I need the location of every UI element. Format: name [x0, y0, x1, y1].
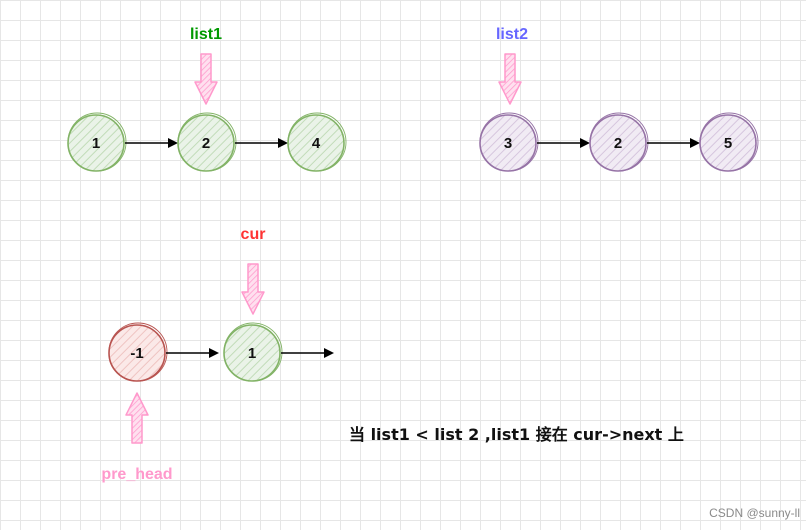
cur-pointer-arrow: [241, 263, 265, 315]
node-value: 3: [504, 135, 512, 152]
node-value: 2: [614, 135, 622, 152]
node-value: 4: [312, 135, 321, 152]
node-value: 2: [202, 135, 210, 152]
watermark-text: CSDN @sunny-ll: [709, 506, 800, 520]
list1-node-2: 2: [177, 112, 237, 172]
node-value: 1: [92, 135, 100, 152]
list1-pointer-label: list1: [190, 26, 222, 43]
pre-head-node: -1: [108, 322, 168, 382]
list2-node-1: 3: [479, 112, 539, 172]
list2-node-2: 2: [589, 112, 649, 172]
pre-head-pointer-label: pre_head: [101, 466, 172, 483]
caption-text: 当 list1 < list 2 ,list1 接在 cur->next 上: [349, 425, 684, 444]
list1-pointer-arrow: [194, 53, 218, 105]
list1-node-3: 4: [287, 112, 347, 172]
list1-node-1: 1: [67, 112, 127, 172]
pre-head-pointer-arrow: [125, 392, 149, 444]
node-value: -1: [130, 345, 143, 362]
list2-pointer-arrow: [498, 53, 522, 105]
list2-node-3: 5: [699, 112, 759, 172]
node-value: 1: [248, 345, 256, 362]
cur-node: 1: [223, 322, 283, 382]
cur-pointer-label: cur: [241, 226, 266, 243]
node-value: 5: [724, 135, 732, 152]
list2-pointer-label: list2: [496, 26, 528, 43]
